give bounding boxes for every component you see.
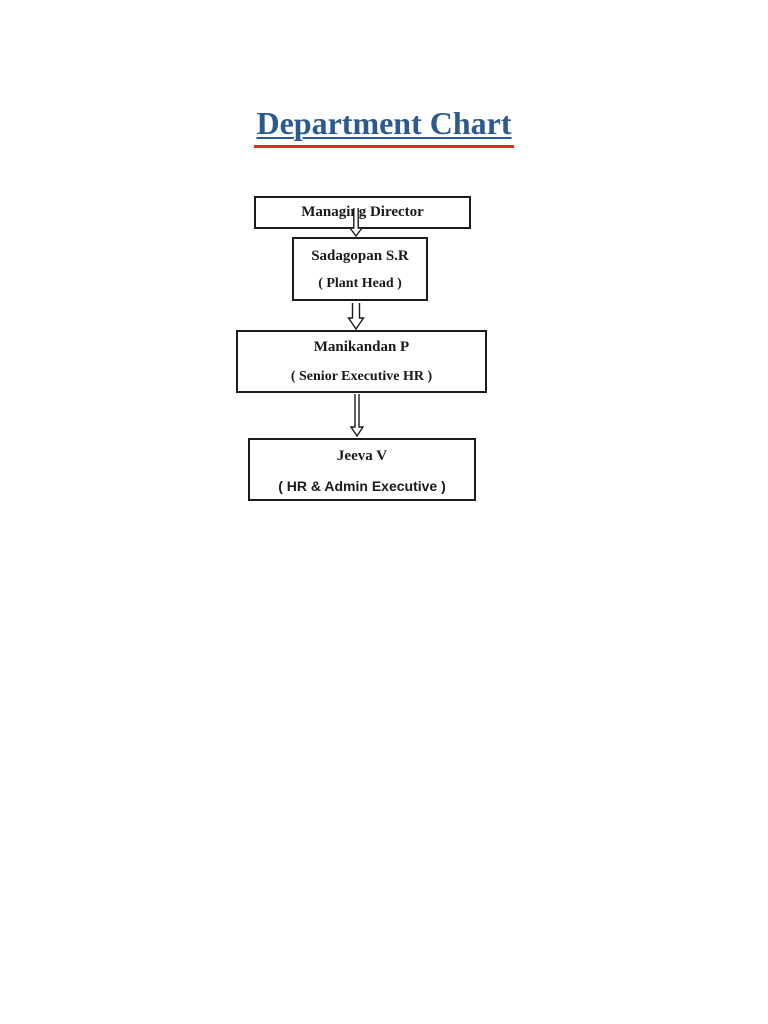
title-container: Department Chart: [0, 105, 768, 148]
org-node-hr-admin-executive: Jeeva V ( HR & Admin Executive ): [248, 438, 476, 501]
title-red-rule: Department Chart: [254, 105, 514, 148]
org-node-managing-director: Managing Director: [254, 196, 471, 229]
node-role-text: ( Senior Executive HR ): [290, 369, 433, 384]
node-name-text: Manikandan P: [313, 339, 410, 355]
org-node-plant-head: Sadagopan S.R ( Plant Head ): [292, 237, 428, 301]
node-role-text: ( HR & Admin Executive ): [278, 478, 446, 494]
node-name-text: Managing Director: [301, 204, 424, 220]
down-arrow-icon: [348, 208, 364, 237]
down-arrow-icon: [349, 394, 365, 437]
node-role-text: ( Plant Head ): [318, 276, 402, 291]
org-node-senior-executive-hr: Manikandan P ( Senior Executive HR ): [236, 330, 487, 393]
page-title: Department Chart: [256, 105, 512, 141]
node-name-text: Sadagopan S.R: [311, 248, 409, 264]
down-arrow-icon: [347, 303, 365, 330]
node-name-text: Jeeva V: [336, 448, 388, 464]
